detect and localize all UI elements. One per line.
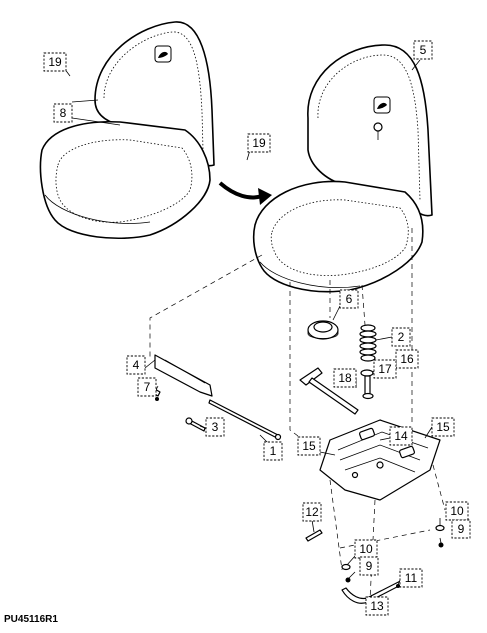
callout-2: 2 <box>391 327 411 347</box>
seat-assembly-right <box>252 44 433 293</box>
part-12-pin <box>305 529 323 542</box>
svg-text:2: 2 <box>398 330 405 344</box>
callout-11: 11 <box>399 568 423 588</box>
part-1-rod <box>208 399 282 441</box>
svg-text:19: 19 <box>252 136 266 150</box>
callout-1: 1 <box>263 441 283 461</box>
callout-18: 18 <box>333 368 357 388</box>
part-14-seat-base <box>319 419 441 501</box>
seat-assembly-left <box>39 21 215 240</box>
assembly-lines <box>149 228 446 601</box>
callout-10-right: 10 <box>445 501 469 521</box>
svg-text:19: 19 <box>48 55 62 69</box>
callout-12: 12 <box>302 502 322 522</box>
part-6-adjust-knob <box>307 320 339 340</box>
svg-text:16: 16 <box>400 352 414 366</box>
part-18-hex-wrench <box>299 367 359 415</box>
callout-9-left: 9 <box>359 556 379 576</box>
svg-text:14: 14 <box>394 429 408 443</box>
callout-16: 16 <box>395 349 419 369</box>
svg-text:4: 4 <box>133 358 140 372</box>
callout-6: 6 <box>339 289 359 309</box>
svg-text:8: 8 <box>60 106 67 120</box>
svg-text:9: 9 <box>458 522 465 536</box>
svg-text:15: 15 <box>436 420 450 434</box>
callout-8: 8 <box>53 103 73 123</box>
svg-text:6: 6 <box>346 292 353 306</box>
svg-text:3: 3 <box>212 420 219 434</box>
svg-text:1: 1 <box>270 444 277 458</box>
brand-logo-icon <box>373 96 391 114</box>
svg-text:10: 10 <box>359 542 373 556</box>
svg-text:7: 7 <box>144 380 151 394</box>
part-17-bolt <box>360 369 374 400</box>
part-3-pin <box>185 417 206 432</box>
brand-logo-icon <box>154 45 172 63</box>
figure-reference-code: PU45116R1 <box>4 614 58 625</box>
svg-text:10: 10 <box>450 504 464 518</box>
svg-text:5: 5 <box>420 43 427 57</box>
callout-7: 7 <box>137 377 157 397</box>
callout-9-right: 9 <box>451 519 471 539</box>
svg-text:15: 15 <box>302 439 316 453</box>
callout-19-mid: 19 <box>247 133 271 153</box>
part-4-bracket <box>154 354 213 397</box>
svg-text:18: 18 <box>338 371 352 385</box>
callout-14: 14 <box>389 426 413 446</box>
assembly-arrow <box>218 181 263 200</box>
callout-10-left: 10 <box>354 539 378 559</box>
callout-13: 13 <box>365 596 389 616</box>
callout-15-left: 15 <box>297 436 321 456</box>
leader-lines <box>63 59 442 602</box>
part-9-10-hardware <box>341 524 445 583</box>
callout-3: 3 <box>205 417 225 437</box>
callout-5: 5 <box>413 40 433 60</box>
svg-text:17: 17 <box>378 362 392 376</box>
part-2-spring <box>359 324 377 362</box>
svg-text:13: 13 <box>370 599 384 613</box>
svg-text:11: 11 <box>405 571 418 585</box>
callout-19-left: 19 <box>43 52 67 72</box>
callout-17: 17 <box>373 359 397 379</box>
svg-text:9: 9 <box>366 559 373 573</box>
svg-text:12: 12 <box>305 505 319 519</box>
callout-4: 4 <box>126 355 146 375</box>
callout-15-right: 15 <box>431 417 455 437</box>
